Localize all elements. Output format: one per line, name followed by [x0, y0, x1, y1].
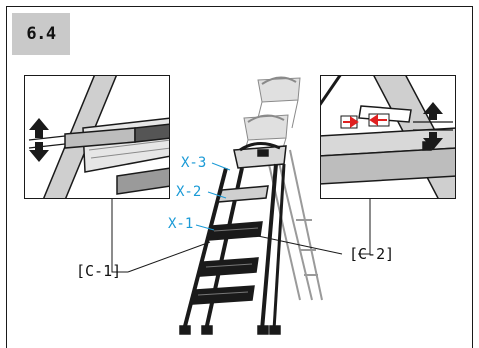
step-number-badge: 6.4 — [12, 13, 70, 55]
ladder-ghost-legs — [267, 149, 323, 301]
label-x2: X-2 — [176, 184, 202, 200]
label-c2: [C-2] — [349, 245, 395, 263]
ladder-main — [179, 142, 287, 335]
x-leader-lines — [195, 162, 231, 231]
gap-arrows-left — [28, 118, 66, 162]
label-c1: [C-1] — [76, 262, 122, 280]
detail-inset-right — [320, 75, 456, 199]
detail-right-drawing — [321, 76, 455, 198]
instruction-panel — [6, 6, 473, 348]
gap-arrows-right — [413, 102, 453, 150]
label-x1: X-1 — [168, 216, 194, 232]
label-x3: X-3 — [181, 155, 207, 171]
detail-left-drawing — [28, 76, 169, 198]
red-arrows — [340, 113, 390, 129]
detail-inset-left — [24, 75, 170, 199]
c-leader-lines — [111, 155, 371, 273]
